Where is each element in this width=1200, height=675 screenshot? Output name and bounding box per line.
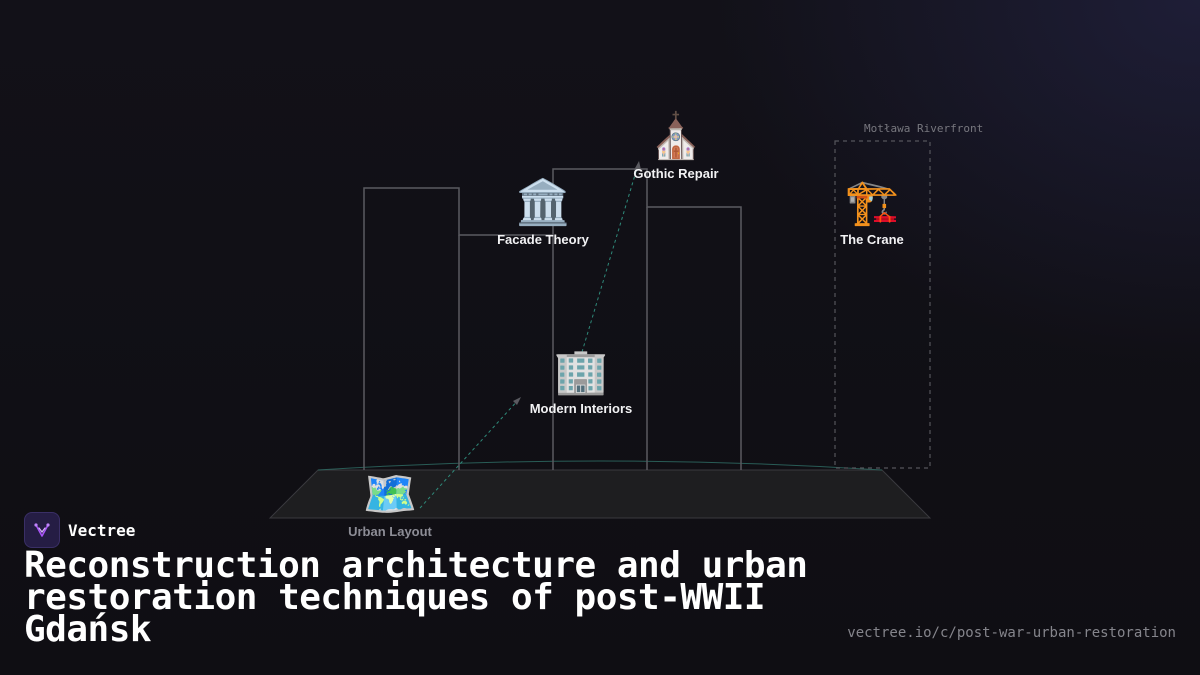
- brand-name: Vectree: [68, 520, 136, 540]
- node-label: Modern Interiors: [529, 401, 633, 416]
- node-modern-interiors: 🏢 Modern Interiors: [530, 347, 633, 416]
- region-outline: [834, 140, 931, 469]
- node-facade-theory: 🏛️ Facade Theory: [497, 178, 589, 247]
- crane-icon: 🏗️: [844, 178, 900, 227]
- horizon-arc: [317, 460, 883, 471]
- region-label: Motława Riverfront: [864, 122, 984, 135]
- skyline-outline: [363, 168, 742, 470]
- office-building-icon: 🏢: [553, 347, 609, 396]
- map-icon: 🗺️: [362, 470, 418, 519]
- node-gothic-repair: ⛪ Gothic Repair: [633, 112, 718, 181]
- node-label: Urban Layout: [348, 524, 432, 539]
- node-urban-layout: 🗺️ Urban Layout: [348, 470, 432, 539]
- page-title: Reconstruction architecture and urban re…: [24, 545, 808, 650]
- arrow-head: [634, 161, 641, 170]
- ground-platform: [268, 469, 932, 519]
- node-label: Facade Theory: [497, 232, 589, 247]
- node-label: The Crane: [840, 232, 904, 247]
- brand: Vectree: [24, 512, 135, 548]
- path-connector: [419, 397, 521, 509]
- church-icon: ⛪: [648, 112, 704, 161]
- node-label: Gothic Repair: [633, 166, 719, 181]
- classical-building-icon: 🏛️: [515, 178, 571, 227]
- arrow-head: [513, 397, 521, 405]
- vectree-logo-icon: [24, 512, 60, 548]
- page-url: vectree.io/c/post-war-urban-restoration: [847, 625, 1176, 641]
- path-connector: [581, 164, 639, 353]
- node-the-crane: 🏗️ The Crane: [840, 178, 904, 247]
